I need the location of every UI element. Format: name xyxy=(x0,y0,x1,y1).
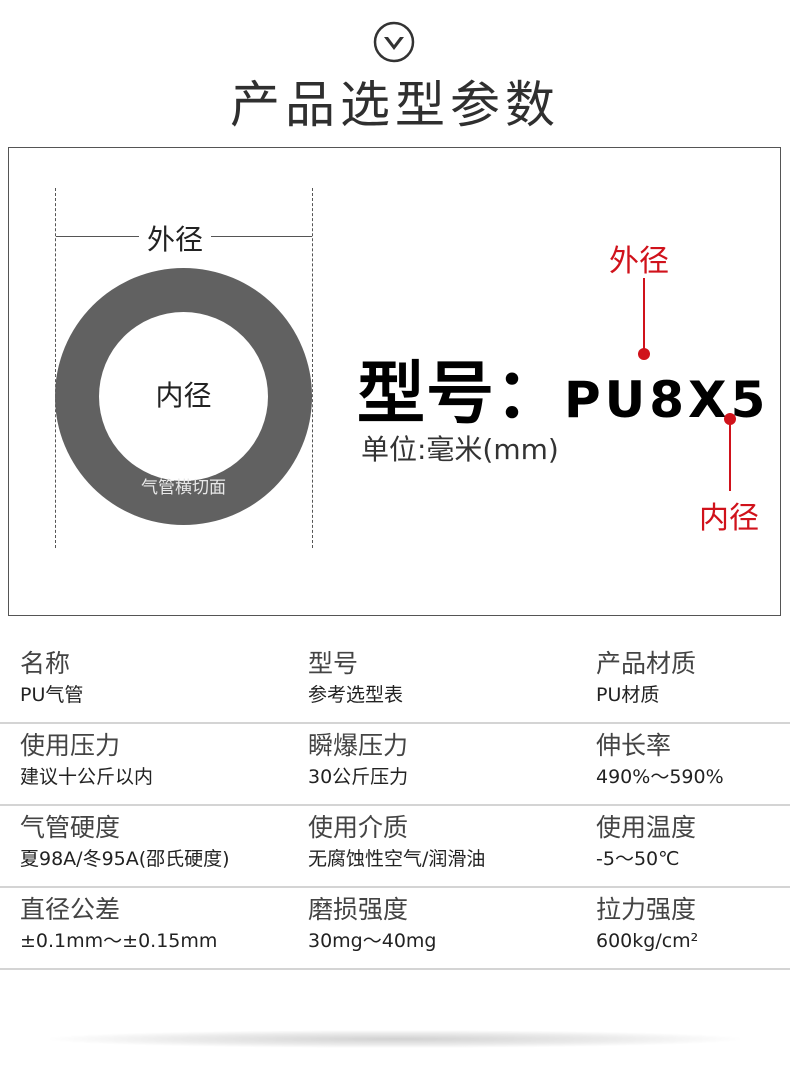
spec-label: 直径公差 xyxy=(20,895,121,924)
spec-label: 磨损强度 xyxy=(308,895,409,924)
spec-label: 拉力强度 xyxy=(596,895,697,924)
spec-cell: 产品材质 PU材质 xyxy=(596,648,696,710)
outer-callout-dot xyxy=(638,348,650,360)
spec-value: 夏98A/冬95A(邵氏硬度) xyxy=(20,848,230,870)
spec-label: 名称 xyxy=(20,649,71,678)
chevron-down-circle-icon xyxy=(373,21,415,63)
spec-row: 直径公差 ±0.1mm～±0.15mm 磨损强度 30mg～40mg 拉力强度 600… xyxy=(0,888,790,970)
spec-label: 伸长率 xyxy=(596,731,672,760)
spec-value: 建议十公斤以内 xyxy=(20,766,154,788)
inner-diameter-label: 内径 xyxy=(155,379,212,412)
spec-cell: 瞬爆压力 30公斤压力 xyxy=(308,730,408,792)
spec-value: PU气管 xyxy=(20,684,84,706)
bottom-shadow-divider xyxy=(50,1030,740,1048)
spec-cell: 名称 PU气管 xyxy=(20,648,83,710)
spec-cell: 使用介质无腐蚀性空气/润滑油 xyxy=(308,812,485,874)
spec-value: ±0.1mm～±0.15mm xyxy=(20,930,218,952)
spec-cell: 气管硬度夏98A/冬95A(邵氏硬度) xyxy=(20,812,230,874)
spec-label: 瞬爆压力 xyxy=(308,731,409,760)
tube-cross-section: 内径 气管横切面 xyxy=(55,268,312,525)
cross-section-label: 气管横切面 xyxy=(141,478,226,498)
spec-label: 产品材质 xyxy=(596,649,697,678)
outer-right-guide-line xyxy=(312,188,313,548)
spec-label: 使用介质 xyxy=(308,813,409,842)
tube-bore: 内径 xyxy=(99,312,268,481)
model-title: 型号：PU8X5 xyxy=(357,338,769,437)
spec-label: 气管硬度 xyxy=(20,813,121,842)
unit-label: 单位:毫米(mm) xyxy=(361,433,559,466)
spec-cell: 直径公差 ±0.1mm～±0.15mm xyxy=(20,894,217,956)
spec-table: 名称 PU气管 型号参考选型表 产品材质 PU材质 使用压力建议十公斤以内 瞬爆压力… xyxy=(0,642,790,970)
outer-left-guide-line xyxy=(55,188,56,548)
outer-dimension-label: 外径 xyxy=(139,218,212,258)
spec-value: 30mg～40mg xyxy=(308,930,437,952)
outer-diameter-callout: 外径 xyxy=(609,244,669,279)
spec-label: 使用压力 xyxy=(20,731,121,760)
spec-label: 型号 xyxy=(308,649,359,678)
outer-callout-line xyxy=(643,278,645,352)
inner-callout-line xyxy=(729,419,731,491)
spec-value: 600kg/cm² xyxy=(596,930,699,952)
spec-value: PU材质 xyxy=(596,684,660,706)
model-code: PU8X5 xyxy=(564,371,770,429)
spec-value: 30公斤压力 xyxy=(308,766,409,788)
spec-row: 使用压力建议十公斤以内 瞬爆压力 30公斤压力 伸长率 490%～590% xyxy=(0,724,790,806)
spec-cell: 使用温度 -5～50℃ xyxy=(596,812,696,874)
spec-label: 使用温度 xyxy=(596,813,697,842)
spec-cell: 拉力强度 600kg/cm² xyxy=(596,894,698,956)
spec-cell: 磨损强度 30mg～40mg xyxy=(308,894,437,956)
spec-value: 参考选型表 xyxy=(308,684,404,706)
inner-diameter-callout: 内径 xyxy=(699,501,759,536)
spec-row: 气管硬度夏98A/冬95A(邵氏硬度) 使用介质无腐蚀性空气/润滑油 使用温度 -… xyxy=(0,806,790,888)
spec-value: 490%～590% xyxy=(596,766,724,788)
page-title: 产品选型参数 xyxy=(230,76,560,134)
spec-cell: 使用压力建议十公斤以内 xyxy=(20,730,153,792)
model-prefix: 型号： xyxy=(357,355,565,434)
spec-value: -5～50℃ xyxy=(596,848,680,870)
spec-cell: 伸长率 490%～590% xyxy=(596,730,724,792)
diagram-panel: 外径 内径 气管横切面 型号：PU8X5 单位:毫米(mm) 外径 内径 xyxy=(8,147,781,616)
spec-cell: 型号参考选型表 xyxy=(308,648,403,710)
spec-value: 无腐蚀性空气/润滑油 xyxy=(308,848,486,870)
spec-row: 名称 PU气管 型号参考选型表 产品材质 PU材质 xyxy=(0,642,790,724)
